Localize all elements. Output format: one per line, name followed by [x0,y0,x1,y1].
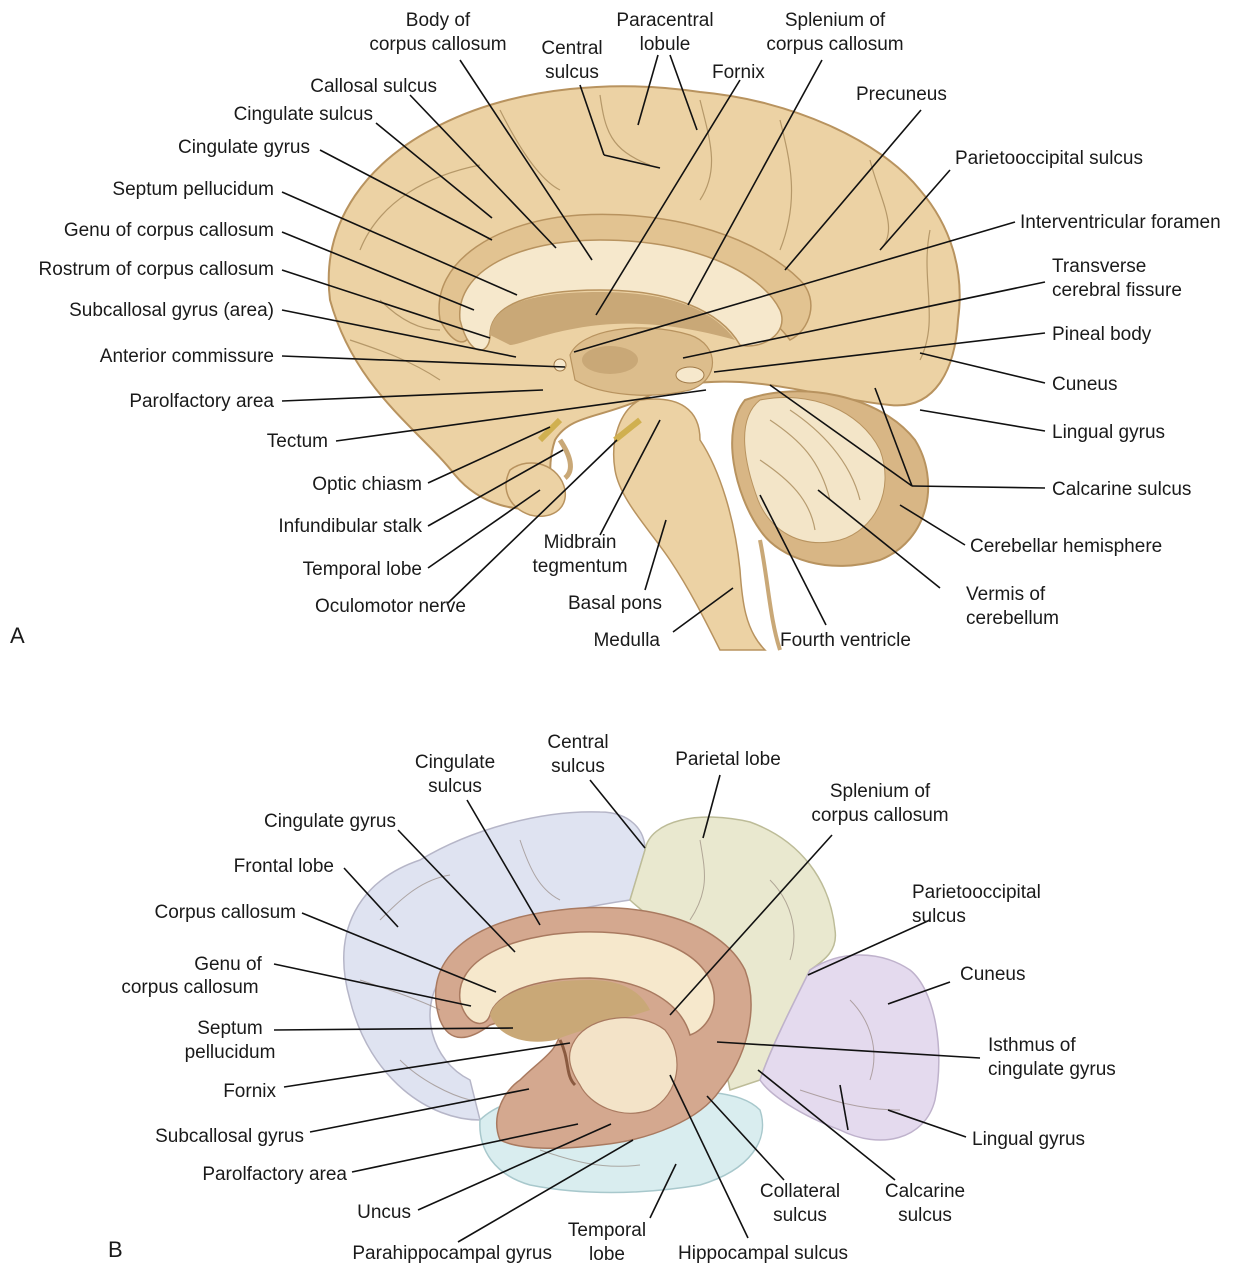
label-oculomotor: Oculomotor nerve [315,596,466,617]
label-parietal-lobe: Parietal lobe [675,749,781,770]
label-cerebellar-hemisphere: Cerebellar hemisphere [970,536,1162,557]
label-cuneus-a: Cuneus [1052,374,1118,395]
label-infundibular: Infundibular stalk [278,516,422,537]
label-splenium-a: Splenium ofcorpus callosum [766,10,903,55]
label-lingual-a: Lingual gyrus [1052,422,1165,443]
label-pineal: Pineal body [1052,324,1152,345]
label-transverse: Transversecerebral fissure [1052,256,1182,301]
label-septum-a: Septum pellucidum [112,179,274,200]
label-cingulate-gyrus-a: Cingulate gyrus [178,137,310,158]
label-central-sulcus-b: Centralsulcus [547,732,608,777]
label-parahippocampal: Parahippocampal gyrus [352,1243,552,1264]
label-cingulate-sulcus-a: Cingulate sulcus [234,104,373,125]
label-temporal-lobe-b: Temporallobe [568,1220,646,1265]
label-temporal-lobe-a: Temporal lobe [303,559,422,580]
label-splenium-b: Splenium ofcorpus callosum [811,781,948,826]
label-genu-a: Genu of corpus callosum [64,220,274,241]
label-cingulate-gyrus-b: Cingulate gyrus [264,811,396,832]
diagram-b: B Cingulatesulcus Centralsulcus Parietal… [108,732,1116,1265]
label-corpus-callosum-b: Corpus callosum [155,902,297,923]
label-parolfactory-a: Parolfactory area [129,391,274,412]
label-callosal-sulcus: Callosal sulcus [310,76,437,97]
label-isthmus: Isthmus ofcingulate gyrus [988,1035,1116,1080]
label-cuneus-b: Cuneus [960,964,1026,985]
label-fornix-a: Fornix [712,62,765,83]
label-fourth-ventricle: Fourth ventricle [780,630,911,651]
label-subcallosal-a: Subcallosal gyrus (area) [69,300,274,321]
label-fornix-b: Fornix [223,1081,276,1102]
label-parolfactory-b: Parolfactory area [202,1164,347,1185]
label-basal-pons: Basal pons [568,593,662,614]
panel-label-b: B [108,1237,123,1262]
label-collateral-sulcus: Collateralsulcus [760,1181,840,1226]
label-calcarine-a: Calcarine sulcus [1052,479,1191,500]
diagram-a: A Body ofcorpus callosum Paracentrallobu… [10,10,1221,651]
label-optic-chiasm: Optic chiasm [312,474,422,495]
label-frontal-lobe: Frontal lobe [234,856,334,877]
anterior-commissure-a [554,359,566,371]
label-calcarine-sulcus-b: Calcarinesulcus [885,1181,965,1226]
label-precuneus: Precuneus [856,84,947,105]
label-genu-b: Genu ofcorpus callosum [121,954,262,998]
fourth-ventricle-a [760,540,780,650]
label-cingulate-sulcus-b: Cingulatesulcus [415,752,495,797]
label-tectum: Tectum [267,431,328,452]
panel-label-a: A [10,623,25,648]
pineal-body-a [676,367,704,383]
infundibulum-a [560,440,570,478]
label-parietooccipital-b: Parietooccipitalsulcus [912,882,1041,927]
label-body-cc: Body ofcorpus callosum [369,10,506,55]
label-interventricular: Interventricular foramen [1020,212,1221,233]
label-medulla: Medulla [593,630,660,651]
label-vermis: Vermis ofcerebellum [966,584,1059,629]
interthalamic-adhesion-a [582,346,638,374]
label-subcallosal-b: Subcallosal gyrus [155,1126,304,1147]
label-anterior-commissure: Anterior commissure [100,346,274,367]
label-rostrum: Rostrum of corpus callosum [39,259,274,280]
label-uncus: Uncus [357,1202,411,1223]
label-central-sulcus-a: Centralsulcus [541,38,602,83]
label-midbrain: Midbraintegmentum [532,532,627,577]
label-septum-b: Septumpellucidum [185,1018,276,1063]
label-paracentral: Paracentrallobule [616,10,713,55]
label-parietooccipital-a: Parietooccipital sulcus [955,148,1143,169]
label-lingual-b: Lingual gyrus [972,1129,1085,1150]
label-hippocampal-sulcus: Hippocampal sulcus [678,1243,848,1264]
